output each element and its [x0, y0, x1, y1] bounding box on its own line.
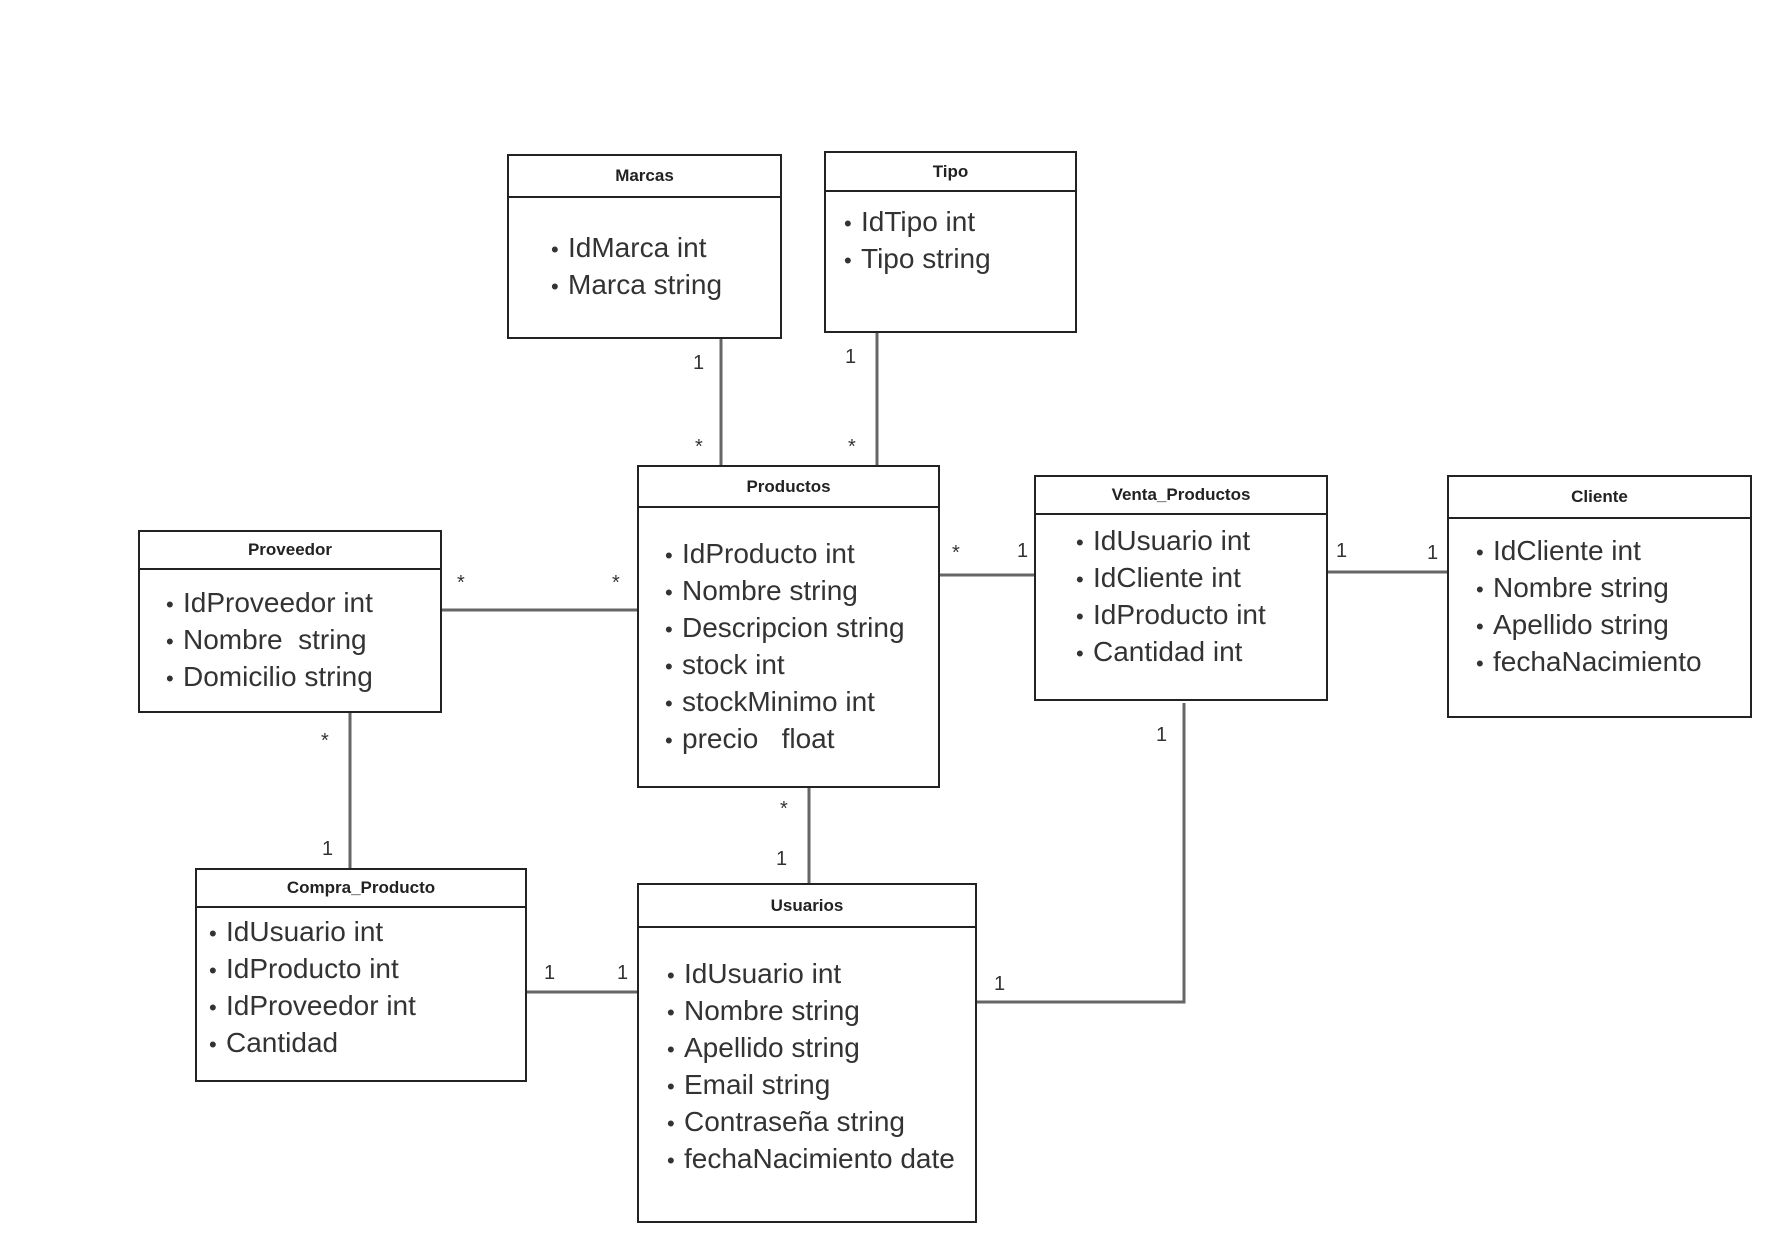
attribute: Nombre string [667, 993, 975, 1030]
entity-venta-productos: Venta_Productos IdUsuario int IdCliente … [1034, 475, 1328, 701]
attribute: IdUsuario int [209, 914, 525, 951]
multiplicity-label: * [612, 572, 620, 594]
attribute-list: IdUsuario int IdProducto int IdProveedor… [197, 908, 525, 1062]
entity-title: Usuarios [639, 885, 975, 928]
attribute: Tipo string [844, 241, 1075, 278]
attribute: IdUsuario int [1076, 523, 1326, 560]
rel-line-venta-usuarios [976, 703, 1186, 1004]
attribute: Cantidad [209, 1025, 525, 1062]
attribute: Descripcion string [665, 610, 938, 647]
multiplicity-label: * [952, 542, 960, 564]
entity-title: Productos [639, 467, 938, 508]
multiplicity-label: * [321, 730, 329, 752]
multiplicity-label: * [780, 798, 788, 820]
entity-title: Marcas [509, 156, 780, 198]
multiplicity-label: 1 [1017, 540, 1029, 562]
multiplicity-label: 1 [544, 962, 556, 984]
attribute: Cantidad int [1076, 634, 1326, 671]
attribute: IdProveedor int [166, 585, 440, 622]
entity-productos: Productos IdProducto int Nombre string D… [637, 465, 940, 788]
attribute: IdCliente int [1076, 560, 1326, 597]
entity-title: Tipo [826, 153, 1075, 192]
attribute: IdProducto int [1076, 597, 1326, 634]
multiplicity-label: * [695, 436, 703, 458]
multiplicity-label: 1 [1427, 542, 1439, 564]
attribute-list: IdUsuario int Nombre string Apellido str… [639, 928, 975, 1178]
attribute: Marca string [551, 267, 780, 304]
attribute: precio float [665, 721, 938, 758]
attribute: IdCliente int [1476, 533, 1750, 570]
attribute: Apellido string [1476, 607, 1750, 644]
entity-tipo: Tipo IdTipo int Tipo string [824, 151, 1077, 333]
attribute: IdUsuario int [667, 956, 975, 993]
entity-usuarios: Usuarios IdUsuario int Nombre string Ape… [637, 883, 977, 1223]
attribute-list: IdCliente int Nombre string Apellido str… [1449, 519, 1750, 681]
attribute: IdProducto int [665, 536, 938, 573]
attribute: Nombre string [166, 622, 440, 659]
attribute-list: IdMarca int Marca string [509, 198, 780, 304]
entity-title: Cliente [1449, 477, 1750, 519]
attribute-list: IdProducto int Nombre string Descripcion… [639, 508, 938, 758]
attribute: Email string [667, 1067, 975, 1104]
attribute: Domicilio string [166, 659, 440, 696]
attribute: stock int [665, 647, 938, 684]
attribute: IdProveedor int [209, 988, 525, 1025]
attribute: IdTipo int [844, 204, 1075, 241]
multiplicity-label: 1 [617, 962, 629, 984]
multiplicity-label: 1 [1336, 540, 1348, 562]
entity-proveedor: Proveedor IdProveedor int Nombre string … [138, 530, 442, 713]
attribute: Nombre string [1476, 570, 1750, 607]
attribute-list: IdUsuario int IdCliente int IdProducto i… [1036, 515, 1326, 671]
entity-compra-producto: Compra_Producto IdUsuario int IdProducto… [195, 868, 527, 1082]
entity-cliente: Cliente IdCliente int Nombre string Apel… [1447, 475, 1752, 718]
attribute-list: IdProveedor int Nombre string Domicilio … [140, 570, 440, 696]
multiplicity-label: 1 [693, 352, 705, 374]
entity-marcas: Marcas IdMarca int Marca string [507, 154, 782, 339]
attribute: Contraseña string [667, 1104, 975, 1141]
entity-title: Proveedor [140, 532, 440, 570]
attribute: Apellido string [667, 1030, 975, 1067]
multiplicity-label: 1 [994, 973, 1006, 995]
attribute-list: IdTipo int Tipo string [826, 192, 1075, 278]
multiplicity-label: * [848, 436, 856, 458]
multiplicity-label: 1 [845, 346, 857, 368]
multiplicity-label: 1 [322, 838, 334, 860]
attribute: stockMinimo int [665, 684, 938, 721]
multiplicity-label: * [457, 572, 465, 594]
multiplicity-label: 1 [776, 848, 788, 870]
multiplicity-label: 1 [1156, 724, 1168, 746]
entity-title: Compra_Producto [197, 870, 525, 908]
attribute: IdMarca int [551, 230, 780, 267]
entity-title: Venta_Productos [1036, 477, 1326, 515]
attribute: Nombre string [665, 573, 938, 610]
attribute: fechaNacimiento date [667, 1141, 975, 1178]
attribute: IdProducto int [209, 951, 525, 988]
attribute: fechaNacimiento [1476, 644, 1750, 681]
